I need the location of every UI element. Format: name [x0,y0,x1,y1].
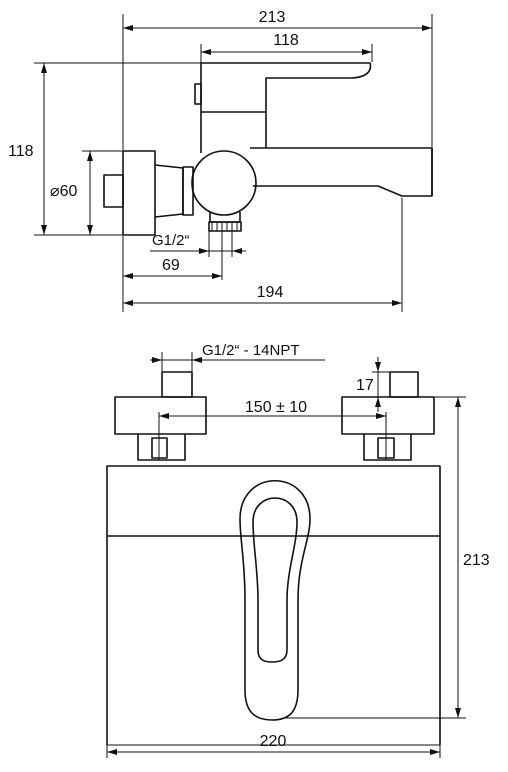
dim-front-width: 220 [106,733,441,758]
dim-front-inlet-thread: G1/2“ - 14NPT [150,342,325,372]
dim-label: 194 [257,284,284,301]
dim-side-outlet: G1/2“ 69 [122,231,246,312]
front-lever [239,479,311,721]
dim-side-overall-width: 213 [122,9,433,150]
front-view: G1/2“ - 14NPT 17 150 ± 10 213 [106,342,490,758]
side-wall-flange [103,150,194,236]
dim-label: 213 [259,9,286,26]
dim-label: 220 [260,733,287,750]
dim-label: G1/2“ [152,232,190,249]
side-view: 213 118 118 ⌀60 [8,9,433,312]
dim-label: 213 [463,552,490,569]
dim-label: 118 [8,143,34,160]
dim-front-inlet-spacing: 150 ± 10 [158,399,387,460]
dim-front-inlet-length: 17 [356,357,390,412]
dim-side-diameter: ⌀60 [50,150,123,236]
dim-side-spout-length: 194 [123,198,403,312]
dim-label: 17 [356,377,374,394]
side-lever [194,62,372,153]
dim-label: 69 [162,257,180,274]
dim-label: 118 [273,32,299,49]
dim-side-height: 118 [8,62,201,236]
side-spout [250,147,433,197]
front-mixer-body [106,465,441,745]
side-mixer-body [191,150,257,232]
dim-label: ⌀60 [50,183,78,200]
dim-label: G1/2“ - 14NPT [202,342,300,359]
dim-front-height: 213 [286,396,490,719]
dim-side-lever-length: 118 [200,32,373,62]
dim-label: 150 ± 10 [245,399,307,416]
